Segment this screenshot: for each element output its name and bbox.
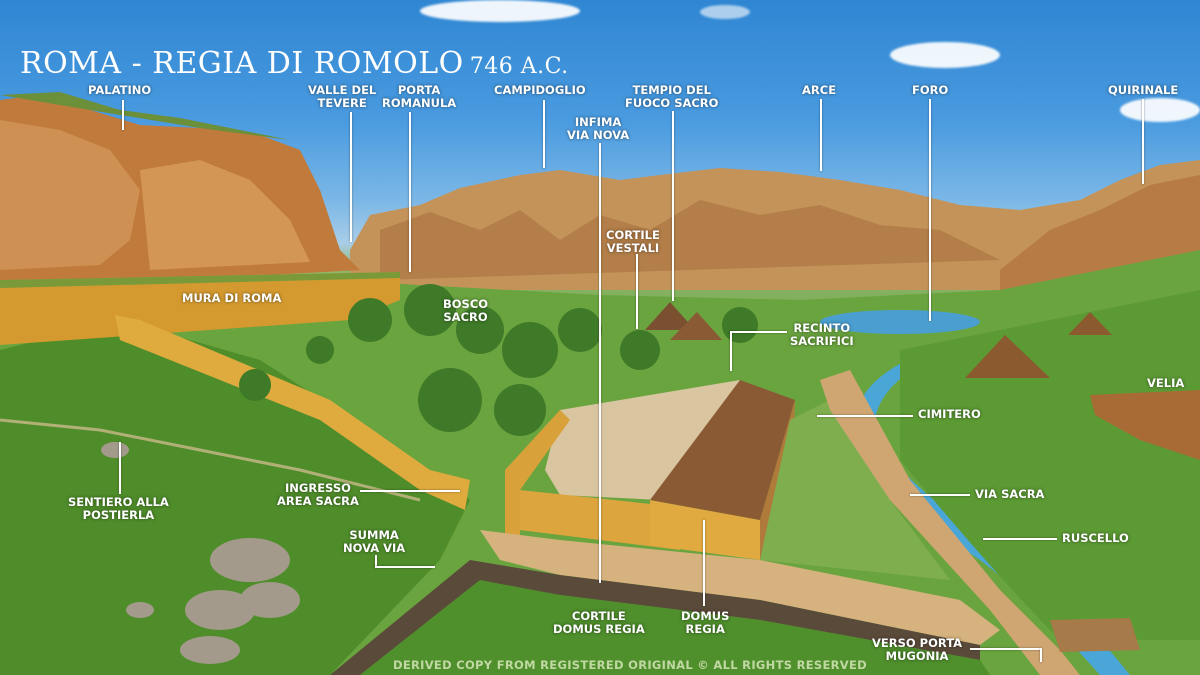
label-mura-di-roma: MURA DI ROMA bbox=[182, 291, 282, 305]
label-cimitero: CIMITERO bbox=[918, 407, 981, 421]
leader-line bbox=[122, 100, 124, 130]
label-campidoglio: CAMPIDOGLIO bbox=[494, 83, 586, 97]
leader-line bbox=[703, 520, 705, 606]
cloud bbox=[890, 42, 1000, 68]
label-via-sacra: VIA SACRA bbox=[975, 487, 1045, 501]
label-foro: FORO bbox=[912, 83, 949, 97]
leader-line bbox=[970, 648, 1040, 650]
leader-line bbox=[1142, 99, 1144, 184]
label-ruscello: RUSCELLO bbox=[1062, 531, 1129, 545]
leader-line bbox=[543, 100, 545, 168]
arrow-down-icon bbox=[1040, 648, 1042, 662]
leader-line bbox=[119, 442, 121, 494]
title-main: ROMA - REGIA DI ROMOLO bbox=[20, 46, 464, 82]
cloud bbox=[700, 5, 750, 19]
leader-line bbox=[350, 112, 352, 242]
label-arce: ARCE bbox=[802, 83, 837, 97]
leader-line bbox=[409, 112, 411, 272]
cloud bbox=[1120, 98, 1200, 122]
leader-line bbox=[730, 331, 732, 371]
leader-line bbox=[929, 99, 931, 321]
copyright-watermark: DERIVED COPY FROM REGISTERED ORIGINAL © … bbox=[393, 658, 868, 672]
leader-line bbox=[672, 111, 674, 301]
leader-line bbox=[983, 538, 1057, 540]
label-velia: VELIA bbox=[1147, 376, 1185, 390]
title-year: 746 A.C. bbox=[469, 54, 569, 80]
label-palatino: PALATINO bbox=[88, 83, 152, 97]
leader-line bbox=[730, 331, 787, 333]
leader-line bbox=[599, 143, 601, 583]
leader-line bbox=[375, 566, 435, 568]
leader-line bbox=[636, 254, 638, 329]
leader-line bbox=[820, 99, 822, 171]
leader-line bbox=[375, 555, 377, 567]
label-quirinale: QUIRINALE bbox=[1108, 83, 1179, 97]
cloud bbox=[420, 0, 580, 22]
leader-line bbox=[360, 490, 460, 492]
leader-line bbox=[817, 415, 913, 417]
leader-line bbox=[910, 494, 970, 496]
